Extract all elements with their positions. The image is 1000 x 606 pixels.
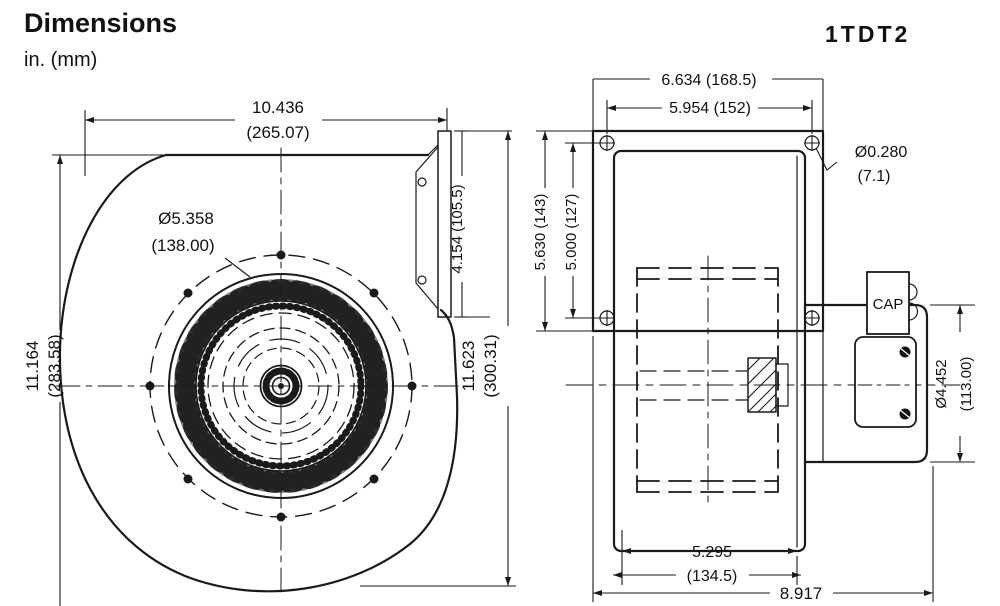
dim-outlet-flange: 4.154 (105.5)	[449, 130, 512, 318]
hole-dia-mm: (7.1)	[858, 168, 891, 185]
hole-spacing-v-dim: 5.000 (127)	[563, 194, 580, 271]
flange-hole	[417, 177, 427, 187]
motor-dia-in: Ø4.452	[933, 359, 950, 408]
shaft-hub	[747, 357, 789, 413]
dim-flange-width: 6.634 (168.5)	[592, 72, 824, 131]
motor-mount-box	[854, 336, 917, 428]
housing-depth-in: 5.295	[692, 544, 732, 561]
wheel-dia-in: Ø5.358	[158, 209, 214, 228]
units-note: in. (mm)	[24, 49, 97, 71]
hole-dia-in: Ø0.280	[855, 144, 908, 161]
mounting-flange	[591, 129, 825, 333]
outlet-flange-dim: 4.154 (105.5)	[449, 184, 466, 273]
dim-housing-depth: 5.295 (134.5)	[613, 530, 801, 585]
overall-height-in: 11.623	[459, 341, 478, 392]
side-view: CAP 6.634 (168.5)	[532, 72, 975, 603]
page-title: Dimensions	[24, 8, 177, 38]
housing-side	[612, 149, 807, 553]
hole-spacing-h-dim: 5.954 (152)	[669, 100, 751, 117]
dim-overall-width: 10.436 (265.07)	[84, 98, 448, 176]
wheel-hub	[259, 364, 303, 408]
dim-flange-height: 5.630 (143)	[532, 130, 593, 332]
height-in: 11.164	[23, 341, 42, 392]
cap-label: CAP	[873, 296, 904, 313]
impeller-hidden-lines	[636, 267, 789, 493]
callout-hole-dia: Ø0.280 (7.1)	[815, 144, 908, 185]
mounting-hole-screws	[599, 135, 820, 326]
dim-motor-diameter: Ø4.452 (113.00)	[930, 304, 975, 463]
overall-width-in: 10.436	[252, 98, 304, 117]
overall-height-mm: (300.31)	[481, 334, 500, 397]
flange-width-dim: 6.634 (168.5)	[661, 72, 756, 89]
scroll-housing-outline	[58, 153, 459, 593]
motor-screw	[899, 346, 911, 358]
capacitor-box: CAP	[866, 271, 919, 335]
wheel-diameter-label: Ø5.358 (138.00)	[151, 209, 251, 278]
dim-hole-spacing-v: 5.000 (127)	[563, 142, 600, 319]
wheel-bolt-holes	[145, 250, 417, 522]
dim-overall-height: 11.623 (300.31)	[360, 131, 516, 587]
overall-depth-dim: 8.917	[780, 584, 823, 603]
motor-dia-mm: (113.00)	[958, 357, 975, 412]
wheel-dia-mm: (138.00)	[151, 236, 214, 255]
height-mm: (283.58)	[45, 334, 64, 397]
leader-line	[224, 257, 251, 278]
flange-height-dim: 5.630 (143)	[532, 194, 549, 271]
dim-hole-spacing-h: 5.954 (152)	[606, 100, 813, 134]
side-centerlines	[565, 255, 961, 509]
dim-housing-height: 11.164 (283.58)	[23, 154, 166, 606]
impeller-wheel	[145, 250, 417, 522]
motor-body: CAP	[803, 271, 929, 464]
motor-screw	[899, 408, 911, 420]
dim-overall-depth: 8.917	[592, 336, 934, 603]
front-view: Ø5.358 (138.00) 10.436 (265.07) 11.164 (…	[23, 98, 516, 606]
housing-depth-mm: (134.5)	[687, 568, 738, 585]
overall-width-mm: (265.07)	[246, 123, 309, 142]
discharge-flange	[415, 130, 452, 318]
flange-hole	[417, 275, 427, 285]
model-number: 1TDT2	[825, 21, 910, 47]
